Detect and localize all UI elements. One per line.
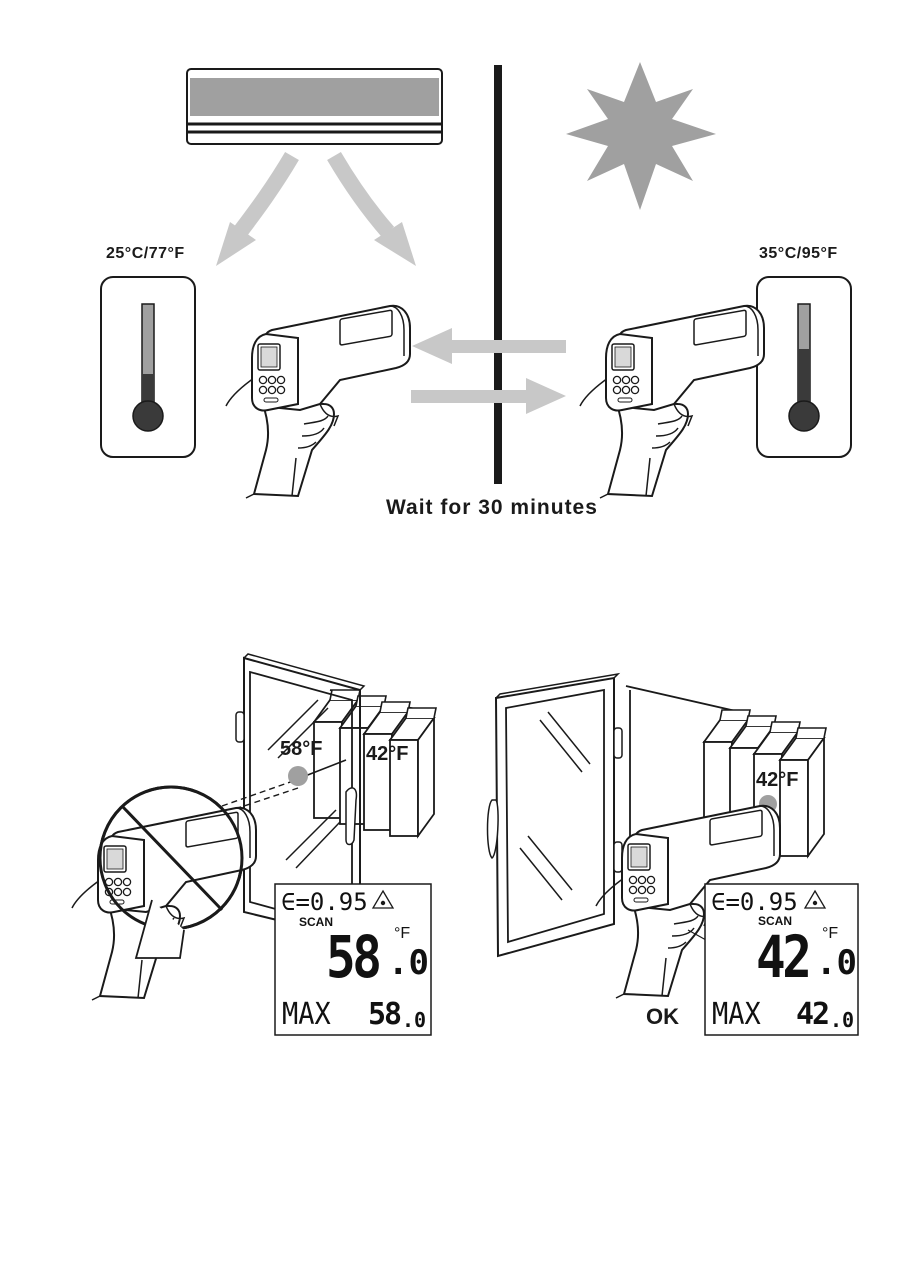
laser-beam-blocked [221,759,347,813]
emissivity-readout: ∈=0.95 [281,888,368,916]
transfer-arrow-back-icon [412,328,566,364]
laser-icon [803,889,827,909]
main-reading-decimal: .0 [388,943,429,983]
wait-instruction: Wait for 30 minutes [386,496,598,519]
max-reading: 58 [368,997,402,1032]
max-reading-decimal: .0 [830,1008,855,1032]
max-reading-decimal: .0 [402,1008,427,1032]
air-conditioner-icon [186,68,443,145]
cool-room-temperature: 25°C/77°F [106,245,185,262]
divider-wall [494,65,502,484]
scan-mode-label: SCAN [758,914,793,928]
max-reading: 42 [796,997,830,1032]
lcd-display-left [274,883,432,1036]
unit-label: °F [822,925,839,942]
lcd-display-right [704,883,859,1036]
product-reading-label-left: 42°F [366,743,409,765]
ok-label: OK [646,1004,679,1029]
cool-air-arrow-right-icon [327,151,416,266]
product-reading-label-right: 42°F [756,769,799,791]
ir-thermometer-gun-icon [225,304,411,499]
cool-air-arrow-left-icon [216,151,299,266]
max-label: MAX [712,997,761,1032]
emissivity-readout: ∈=0.95 [711,888,798,916]
thermometer-cool-icon [100,276,196,458]
fridge-open-door [486,672,827,958]
prohibited-sign-icon [71,785,257,1001]
scan-mode-label: SCAN [299,915,334,929]
thermometer-warm-icon [756,276,852,458]
max-label: MAX [282,997,331,1032]
ir-thermometer-gun-icon [579,304,765,499]
laser-icon [371,889,395,909]
sun-icon [566,62,716,210]
main-reading: 58 [326,923,382,991]
glass-reading-label: 58°F [280,738,323,760]
transfer-arrow-forward-icon [411,378,566,414]
unit-label: °F [394,925,411,942]
main-reading: 42 [756,923,812,991]
main-reading-decimal: .0 [816,943,857,983]
warm-room-temperature: 35°C/95°F [759,245,838,262]
